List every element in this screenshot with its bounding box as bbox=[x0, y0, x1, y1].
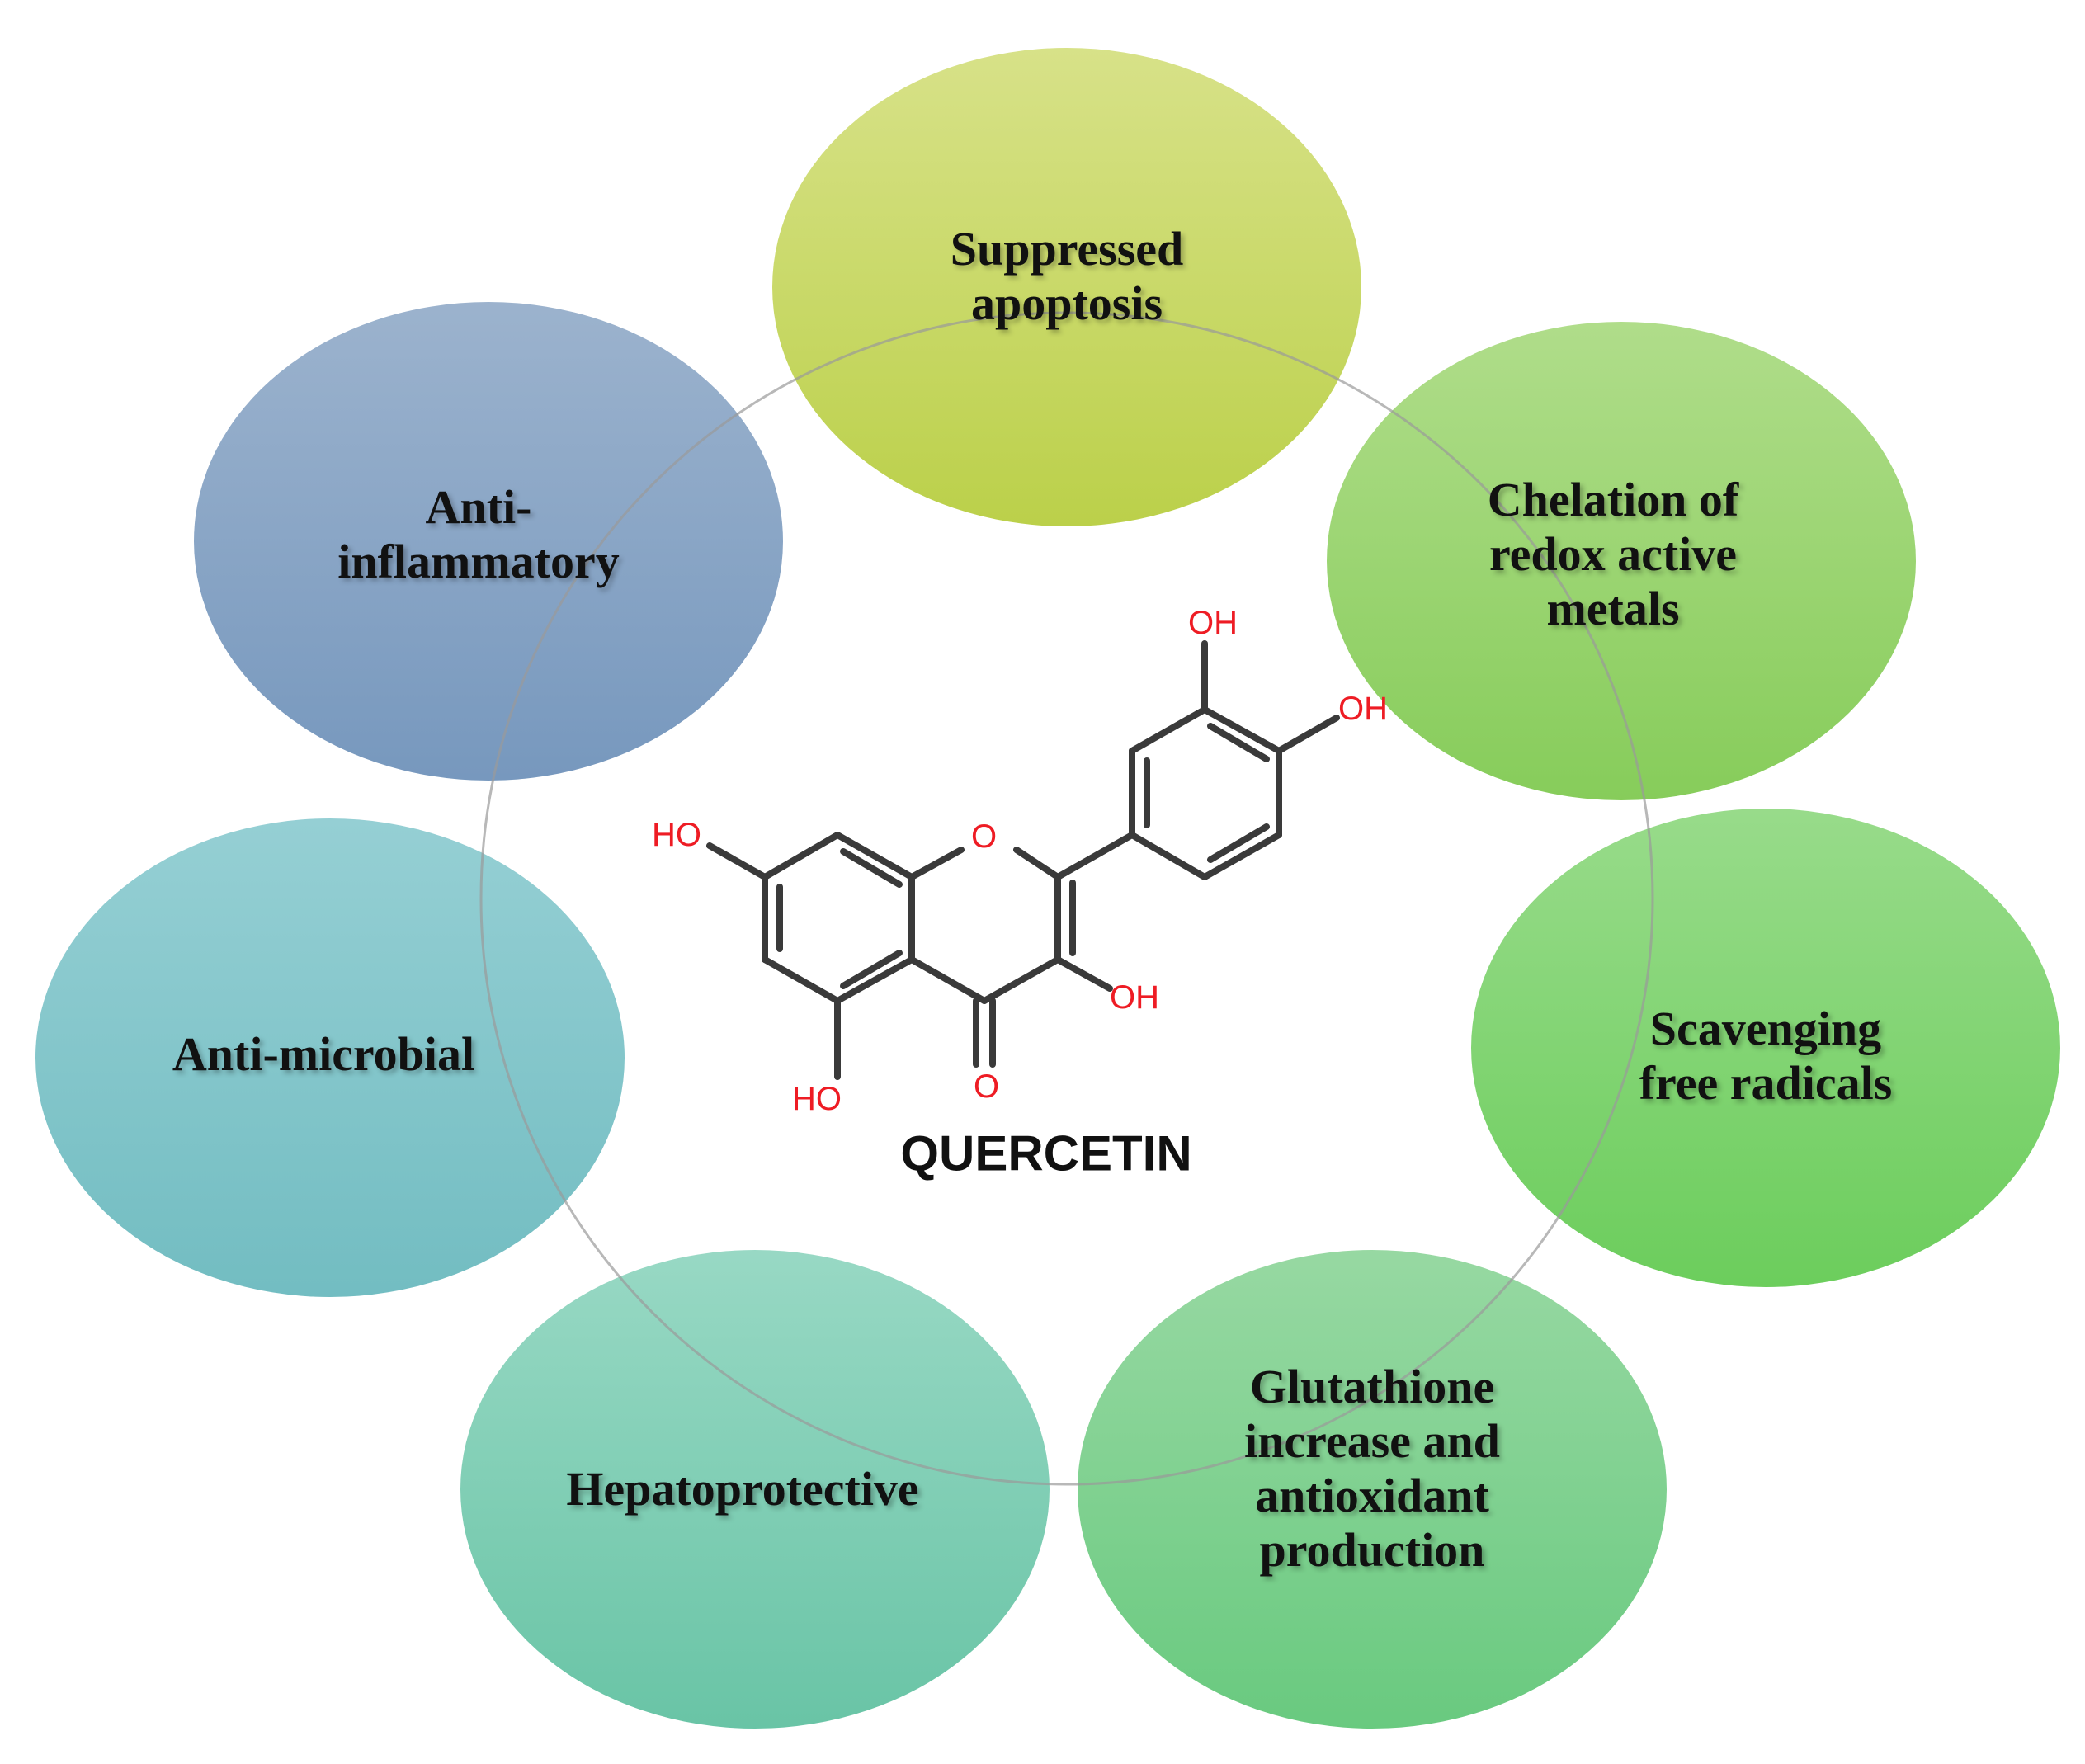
hepatoprotective-ellipse bbox=[460, 1250, 1050, 1729]
suppressed-apoptosis-ellipse bbox=[772, 48, 1361, 526]
chelation-ellipse bbox=[1327, 322, 1916, 800]
atom-oh-mid: OH bbox=[1110, 979, 1159, 1016]
suppressed-apoptosis-label-line: apoptosis bbox=[970, 276, 1163, 330]
suppressed-apoptosis-label-line: Suppressed bbox=[950, 222, 1184, 276]
atom-o-keto: O bbox=[974, 1068, 999, 1105]
anti-inflammatory-label: Anti-inflammatory bbox=[337, 480, 620, 589]
central-ring bbox=[479, 311, 1654, 1486]
glutathione-label-line: increase and bbox=[1244, 1414, 1500, 1468]
chelation-label-line: metals bbox=[1546, 582, 1680, 635]
atom-oh-right: OH bbox=[1338, 691, 1388, 727]
chelation-label-line: redox active bbox=[1488, 527, 1738, 581]
atom-o-ring: O bbox=[971, 818, 997, 855]
anti-microbial-label: Anti-microbial bbox=[172, 1027, 474, 1082]
atom-ho-left: HO bbox=[652, 817, 701, 853]
anti-microbial-ellipse bbox=[35, 818, 625, 1297]
molecule-atom-labels: OH OH HO OH HO O O bbox=[652, 605, 1388, 1117]
atom-ho-bottom: HO bbox=[792, 1081, 842, 1117]
anti-inflammatory-ellipse bbox=[194, 302, 783, 781]
scavenging-label-line: free radicals bbox=[1639, 1056, 1893, 1110]
chelation-label-line: Chelation of bbox=[1487, 473, 1739, 526]
scavenging-ellipse bbox=[1471, 809, 2060, 1287]
scavenging-label-line: Scavenging bbox=[1649, 1002, 1882, 1055]
quercetin-molecule bbox=[706, 640, 1340, 1080]
atom-oh-top: OH bbox=[1188, 605, 1238, 641]
center-title: QUERCETIN bbox=[900, 1125, 1192, 1182]
hepatoprotective-label: Hepatoprotective bbox=[566, 1462, 918, 1516]
hepatoprotective-label-line: Hepatoprotective bbox=[566, 1462, 919, 1516]
glutathione-label-line: production bbox=[1259, 1523, 1485, 1577]
anti-inflammatory-label-line: Anti- bbox=[425, 480, 532, 534]
glutathione-label-line: antioxidant bbox=[1255, 1469, 1489, 1522]
anti-microbial-label-line: Anti-microbial bbox=[172, 1027, 475, 1081]
glutathione-label-line: Glutathione bbox=[1249, 1360, 1495, 1413]
anti-inflammatory-label-line: inflammatory bbox=[337, 535, 620, 588]
glutathione-ellipse bbox=[1078, 1250, 1667, 1729]
